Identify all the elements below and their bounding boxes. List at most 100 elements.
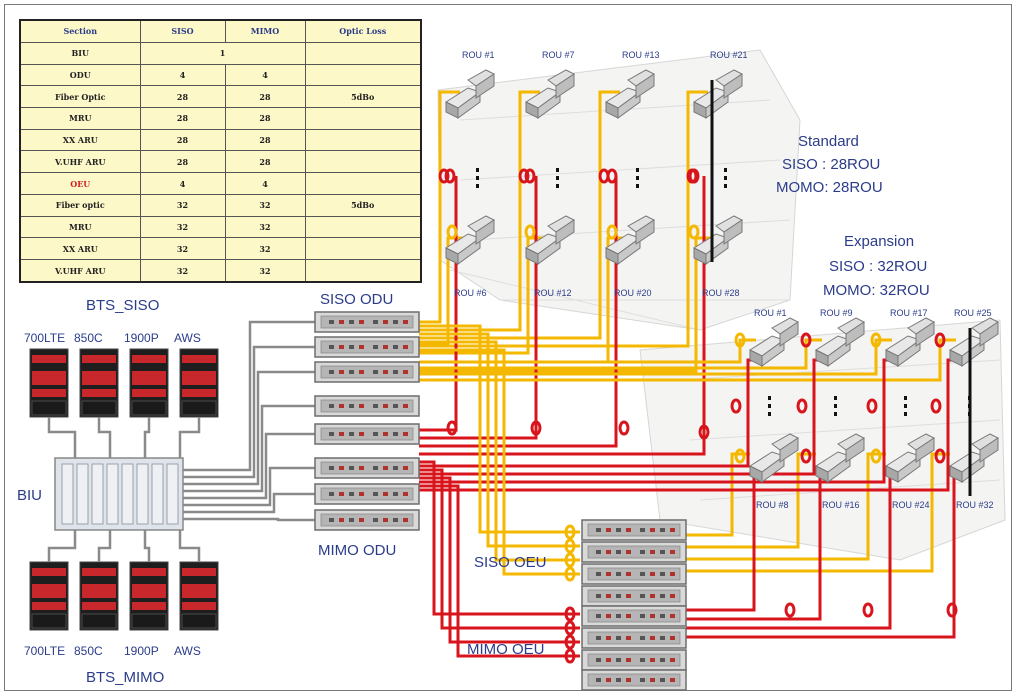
oeu-unit (581, 585, 687, 607)
unit-port (596, 636, 601, 640)
unit-port (596, 614, 601, 618)
unit-port (339, 345, 344, 349)
rou-antenna-side (555, 219, 575, 245)
unit-panel (587, 653, 681, 667)
fiber-loop (870, 332, 882, 348)
bts-stripe (32, 355, 66, 363)
rou-ellipsis-dot (636, 184, 639, 188)
mimo-oeu-label: MIMO OEU (467, 641, 545, 658)
unit-port (349, 370, 354, 374)
unit-port (373, 432, 378, 436)
unit-port (616, 636, 621, 640)
fiber-loop (688, 224, 700, 240)
unit-port (606, 658, 611, 662)
unit-port (606, 594, 611, 598)
unit-port (616, 594, 621, 598)
siso-odu-label: SISO ODU (320, 291, 394, 308)
fiber-loop (444, 168, 456, 184)
fiber-loop (564, 634, 576, 650)
rou-antenna-side (475, 73, 495, 99)
unit-port (660, 636, 665, 640)
rou-antenna-side (475, 219, 495, 245)
unit-panel (587, 589, 681, 603)
rou-ellipsis-dot (556, 168, 559, 172)
rou-ellipsis-dot (834, 404, 837, 408)
table-cell: 1 (139, 41, 306, 65)
unit-port (403, 320, 408, 324)
mimo-fiber (686, 474, 956, 639)
bts-base (181, 613, 217, 629)
bts-stripe (182, 568, 216, 576)
unit-port (329, 432, 334, 436)
siso-oeu-label: SISO OEU (474, 554, 547, 571)
unit-port (606, 528, 611, 532)
rou-ellipsis-dot (834, 412, 837, 416)
fiber-loop (934, 448, 946, 464)
table-cell (304, 172, 422, 195)
unit-panel (320, 340, 414, 354)
unit-port (650, 594, 655, 598)
rou-front (693, 101, 707, 119)
bts-stripe (32, 584, 66, 598)
rou-top-label: ROU #1 (462, 50, 495, 60)
siso-fiber (686, 452, 816, 549)
rf-cable (183, 320, 315, 472)
unit-port (383, 518, 388, 522)
unit-panel (320, 461, 414, 475)
rf-cable (183, 345, 315, 479)
rou-front (445, 101, 459, 119)
unit-port (339, 404, 344, 408)
rou-top-label: ROU #7 (542, 50, 575, 60)
table-cell: Fiber optic (19, 193, 141, 217)
mimo-odu-label: MIMO ODU (318, 542, 397, 559)
unit-port (383, 432, 388, 436)
rf-cable (97, 530, 112, 562)
siso-fiber (419, 332, 580, 548)
rou-front (693, 247, 707, 265)
rf-cable (47, 530, 77, 562)
unit-port (329, 404, 334, 408)
unit-port (650, 658, 655, 662)
rou-ellipsis-dot (476, 184, 479, 188)
table-cell: 5dBo (304, 193, 422, 217)
table-cell: OEU (19, 172, 141, 195)
unit-port (670, 550, 675, 554)
table-cell (304, 259, 422, 283)
rf-cable (178, 530, 201, 562)
bts-mimo-band-label: AWS (174, 644, 201, 658)
rou-antenna-side (635, 219, 655, 245)
unit-port (626, 550, 631, 554)
rou-unit (524, 215, 575, 265)
unit-port (339, 432, 344, 436)
biu-card (91, 463, 104, 525)
standard-siso: SISO : 28ROU (782, 156, 881, 173)
rou-antenna-side (635, 73, 655, 99)
bts-mimo-band-label: 850C (74, 644, 103, 658)
table-cell: 32 (139, 193, 226, 217)
unit-port (606, 636, 611, 640)
rou-top-label: ROU #1 (754, 308, 787, 318)
fiber-loop (784, 602, 796, 618)
unit-panel (587, 673, 681, 687)
fiber-loop (870, 448, 882, 464)
table-cell: 4 (224, 172, 306, 195)
rou-ellipsis-dot (904, 396, 907, 400)
biu-chassis (54, 457, 184, 531)
diagram-frame (4, 4, 1012, 691)
bts-stripe (132, 371, 166, 385)
table-cell: MRU (19, 106, 141, 130)
siso-fiber (419, 340, 580, 562)
unit-port (359, 345, 364, 349)
unit-port (670, 658, 675, 662)
siso-fiber (686, 452, 886, 561)
table-cell (304, 63, 422, 87)
rou-front (605, 247, 619, 265)
table-cell: 4 (224, 63, 306, 87)
rou-front (885, 465, 899, 483)
unit-port (596, 550, 601, 554)
unit-port (383, 320, 388, 324)
fiber-loop (934, 332, 946, 348)
